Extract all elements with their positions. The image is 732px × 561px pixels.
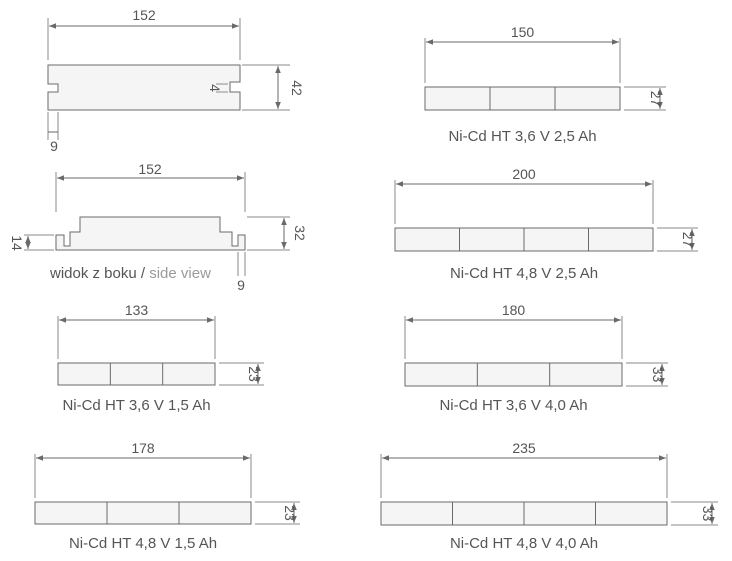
pack-height-label: 27: [680, 232, 696, 248]
top-view-offset-label: 9: [50, 138, 58, 154]
pack-body: [57, 362, 216, 386]
pack-length-label: 180: [502, 302, 526, 318]
side-view-height-label: 32: [292, 225, 308, 241]
side-view-length-label: 152: [138, 161, 162, 177]
pack-caption: Ni-Cd HT 4,8 V 1,5 Ah: [69, 535, 217, 552]
pack-caption: Ni-Cd HT 4,8 V 4,0 Ah: [450, 535, 598, 552]
pack-length-label: 200: [512, 166, 536, 182]
side-view-left-height-label: 14: [9, 235, 25, 251]
side-view: 152 14 32 9 widok z boku / side view: [9, 161, 308, 293]
pack-body: [424, 86, 621, 111]
pack-height-label: 23: [246, 366, 262, 382]
pack-caption: Ni-Cd HT 3,6 V 4,0 Ah: [439, 397, 587, 414]
pack-height-label: 33: [700, 506, 716, 522]
pack-height-label: 23: [282, 505, 298, 521]
pack-height-label: 33: [650, 367, 666, 383]
top-view-body: [47, 64, 241, 111]
top-view-length-label: 152: [132, 7, 156, 23]
pack-length-label: 178: [131, 440, 155, 456]
pack-body: [404, 362, 623, 387]
top-view: 152 4 42 9: [47, 7, 305, 154]
pack-length-label: 133: [125, 302, 149, 318]
top-view-slot-label: 4: [207, 84, 223, 92]
top-view-height-label: 42: [289, 80, 305, 96]
pack-length-label: 150: [511, 24, 535, 40]
pack-caption: Ni-Cd HT 3,6 V 1,5 Ah: [62, 397, 210, 414]
side-view-offset-label: 9: [237, 277, 245, 293]
pack-body: [34, 501, 252, 525]
pack-caption: Ni-Cd HT 4,8 V 2,5 Ah: [450, 265, 598, 282]
side-view-body: [55, 216, 246, 251]
pack-caption: Ni-Cd HT 3,6 V 2,5 Ah: [448, 128, 596, 145]
side-view-caption: widok z boku / side view: [49, 265, 211, 282]
pack-length-label: 235: [512, 440, 536, 456]
pack-height-label: 27: [648, 91, 664, 107]
